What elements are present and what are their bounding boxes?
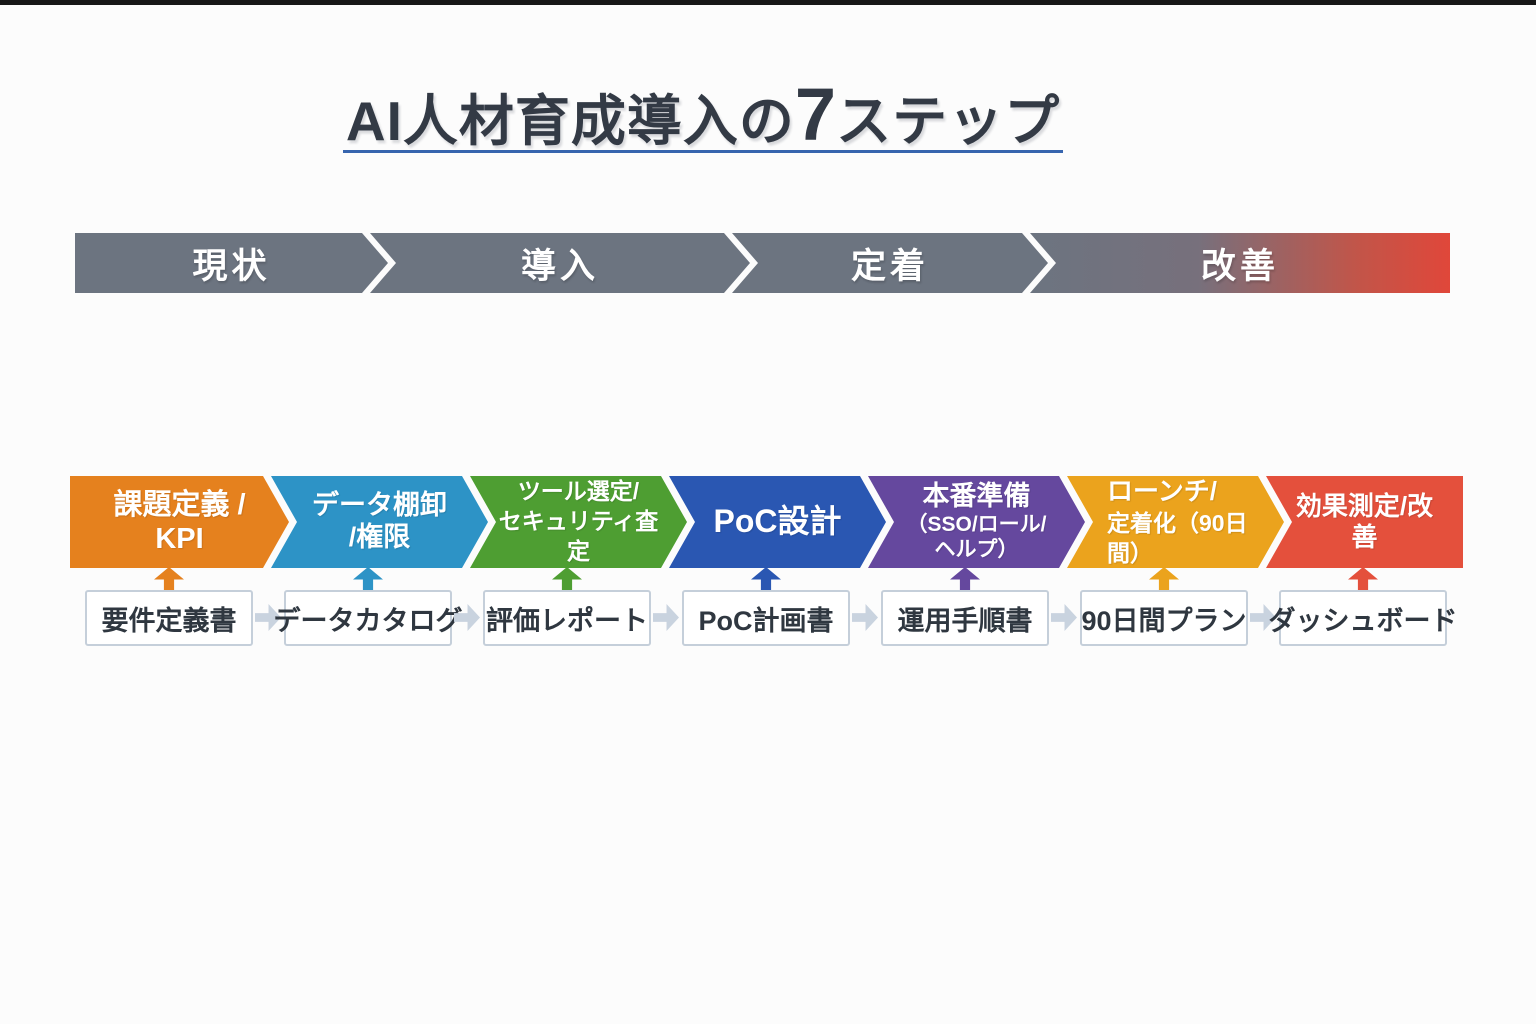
right-arrow-icon	[852, 604, 878, 631]
phase-segment-donyu: 導入	[370, 233, 750, 293]
phase-label: 改善	[1200, 246, 1279, 286]
step-chevron-2: データ棚卸 /権限	[271, 476, 488, 568]
deliverable-box: ダッシュボード	[1269, 590, 1458, 646]
step-chevron-5: 本番準備 （SSO/ロール/ヘルプ）	[868, 476, 1085, 568]
up-arrow-icon	[950, 567, 980, 591]
step-label: 課題定義 / KPI	[98, 488, 261, 556]
step-label-line2: 定着化（90日間）	[1107, 510, 1248, 566]
step-label: データ棚卸 /権限	[312, 490, 447, 554]
step-label: PoC設計	[713, 503, 841, 541]
right-arrow-icon	[1051, 604, 1077, 631]
right-arrow-icon	[653, 604, 679, 631]
deliverable-box: 運用手順書	[881, 590, 1049, 646]
deliverable-box: PoC計画書	[682, 590, 850, 646]
step-chevron-4: PoC設計	[669, 476, 886, 568]
up-arrow-icon	[1149, 567, 1179, 591]
up-arrow-icon	[751, 567, 781, 591]
up-arrow-icon	[552, 567, 582, 591]
step-label-line1: ツール選定/	[517, 478, 640, 505]
phase-label: 定着	[850, 246, 929, 286]
step-label-line1: 課題定義 / KPI	[113, 488, 246, 555]
phase-label: 現状	[192, 246, 271, 286]
step-chevron-1: 課題定義 / KPI	[70, 476, 289, 568]
phase-segment-teichaku: 定着	[732, 233, 1048, 293]
step-label: ツール選定/ セキュリティ査定	[498, 477, 659, 567]
page-title-prefix: AI人材育成導入の	[345, 90, 795, 152]
top-border-bar	[0, 0, 1536, 5]
title-underline	[343, 150, 1063, 153]
step-label: 効果測定/改善	[1294, 491, 1435, 552]
phase-label: 導入	[520, 246, 599, 286]
step-chevron-7: 効果測定/改善	[1266, 476, 1463, 568]
step-chevron-6: ローンチ/ 定着化（90日間）	[1067, 476, 1284, 568]
step-label-line1: データ棚卸	[312, 490, 447, 521]
step-label-line2: /権限	[348, 522, 411, 552]
deliverable-box: 要件定義書	[85, 590, 253, 646]
step-label: ローンチ/ 定着化（90日間）	[1107, 475, 1256, 569]
step-label-line1: ローンチ/	[1107, 476, 1217, 507]
deliverable-box: データカタログ	[274, 590, 463, 646]
page-title: AI人材育成導入の7ステップ	[343, 72, 1063, 157]
deliverable-box: 評価レポート	[483, 590, 651, 646]
step-chevron-3: ツール選定/ セキュリティ査定	[470, 476, 687, 568]
phase-segment-kaizen: 改善	[1030, 233, 1450, 293]
step-label-line1: 本番準備	[922, 481, 1031, 512]
deliverable-box: 90日間プラン	[1080, 590, 1248, 646]
page-title-suffix: ステップ	[836, 90, 1061, 152]
up-arrow-icon	[154, 567, 184, 591]
step-label: 本番準備 （SSO/ロール/ヘルプ）	[896, 481, 1057, 562]
step-label-line2: （SSO/ロール/ヘルプ）	[906, 513, 1047, 561]
page-title-number: 7	[794, 73, 837, 156]
phase-segment-genjo: 現状	[75, 233, 388, 293]
step-label-line1: PoC設計	[713, 503, 842, 540]
step-label-line2: セキュリティ査定	[498, 508, 659, 564]
step-label-line1: 効果測定/改善	[1295, 491, 1434, 552]
up-arrow-icon	[353, 567, 383, 591]
up-arrow-icon	[1348, 567, 1378, 591]
